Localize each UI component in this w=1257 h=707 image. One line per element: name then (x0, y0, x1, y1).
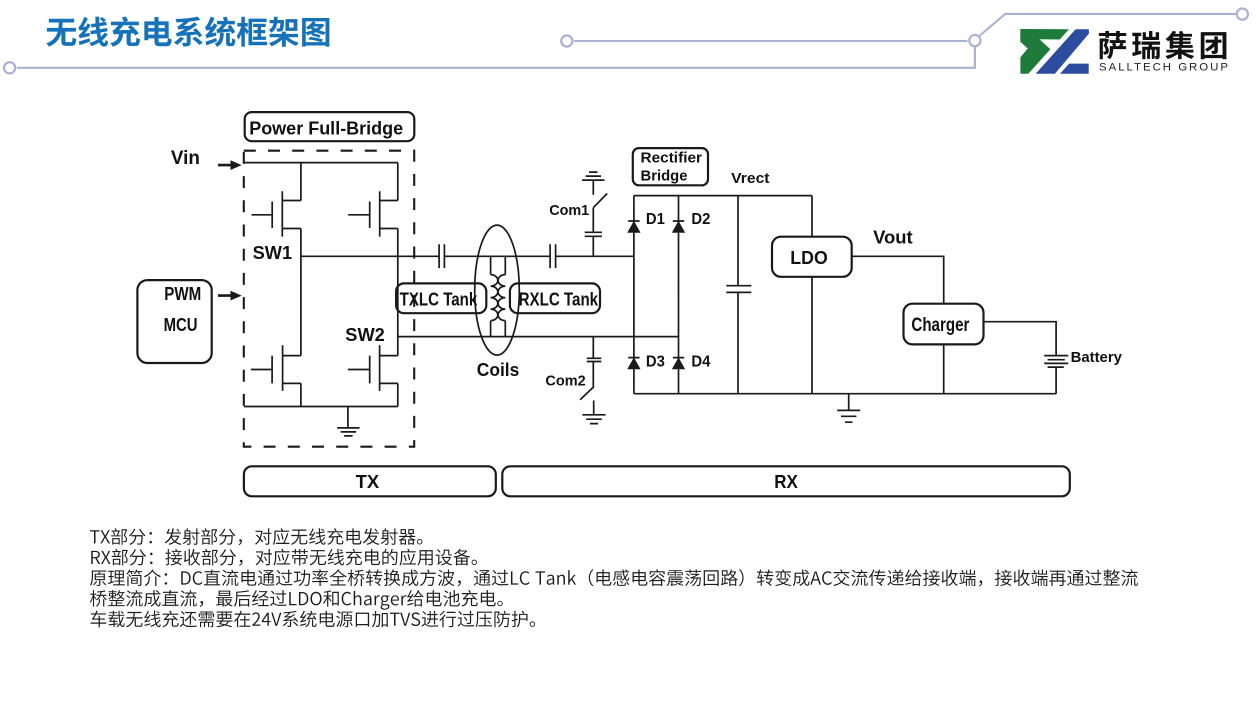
svg-text:D2: D2 (691, 211, 710, 228)
svg-text:TX: TX (356, 471, 380, 492)
svg-text:Power Full-Bridge: Power Full-Bridge (249, 117, 403, 138)
svg-text:MCU: MCU (164, 315, 198, 335)
svg-text:Rectifier: Rectifier (641, 149, 703, 166)
svg-text:D4: D4 (691, 353, 710, 370)
svg-text:PWM: PWM (164, 284, 201, 304)
svg-text:Charger: Charger (911, 314, 969, 336)
svg-text:Battery: Battery (1071, 349, 1123, 366)
svg-text:D3: D3 (646, 353, 665, 370)
svg-text:Vin: Vin (171, 148, 200, 169)
svg-text:RX: RX (774, 471, 798, 492)
svg-text:LDO: LDO (790, 248, 828, 268)
svg-text:TXLC Tank: TXLC Tank (400, 290, 479, 310)
svg-text:Vout: Vout (873, 228, 913, 249)
svg-text:Vrect: Vrect (731, 170, 769, 187)
svg-text:Com2: Com2 (545, 372, 585, 389)
svg-text:SW1: SW1 (253, 242, 293, 263)
svg-text:Com1: Com1 (549, 202, 590, 219)
svg-text:Coils: Coils (477, 359, 520, 380)
svg-text:SW2: SW2 (345, 324, 385, 345)
svg-text:RXLC Tank: RXLC Tank (519, 290, 599, 310)
svg-text:SALLTECH GROUP: SALLTECH GROUP (1099, 62, 1230, 74)
svg-text:Bridge: Bridge (641, 168, 688, 185)
svg-text:D1: D1 (646, 211, 665, 228)
